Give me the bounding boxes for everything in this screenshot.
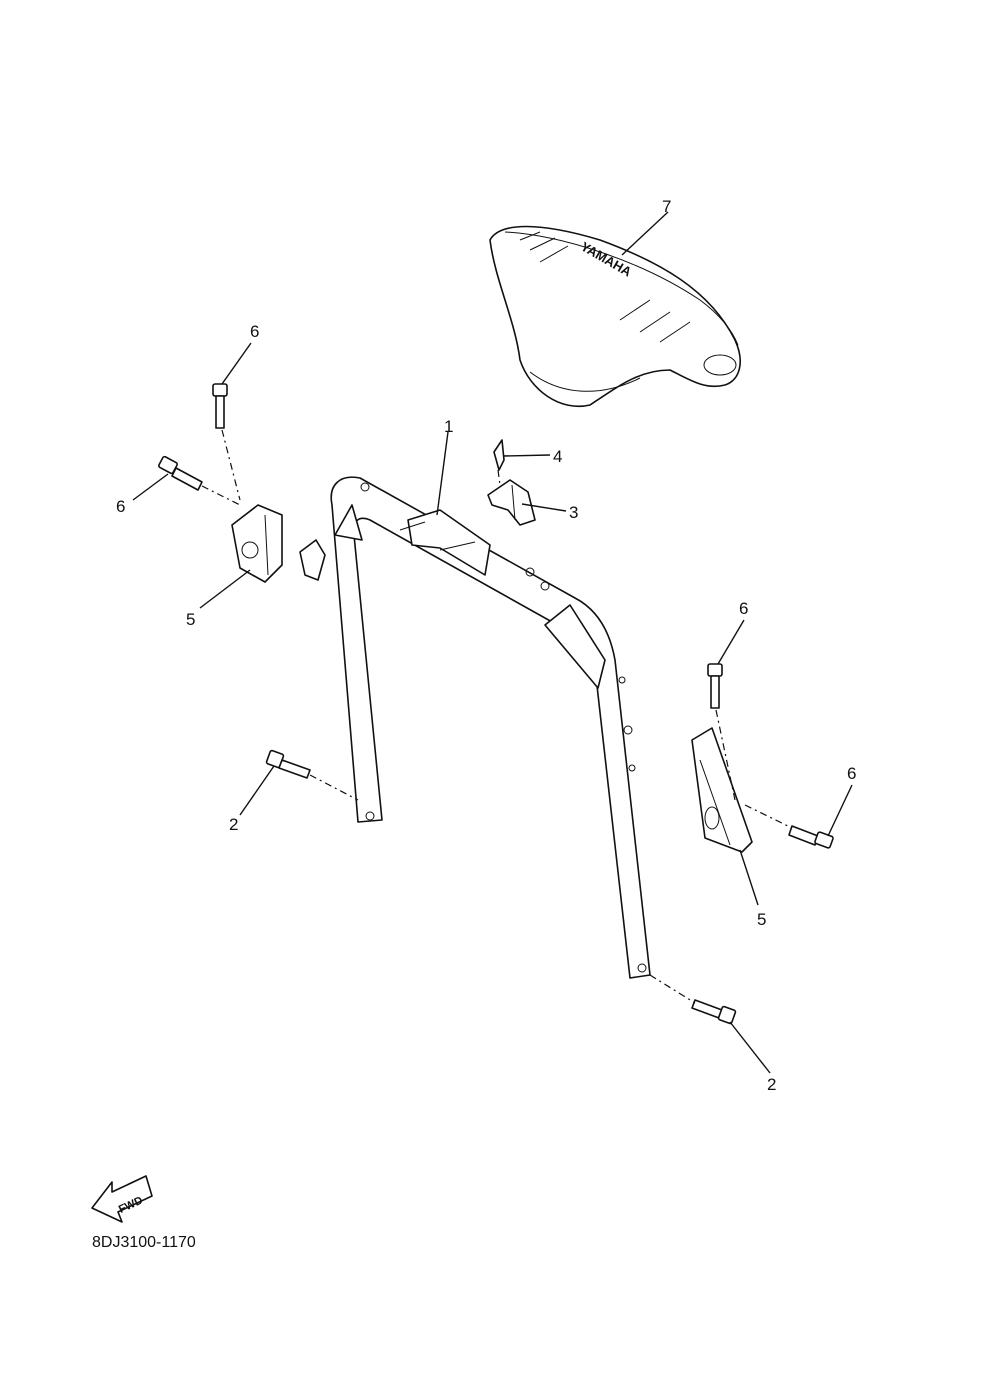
bracket-right[interactable] — [691, 727, 753, 853]
frame[interactable] — [330, 476, 651, 979]
callout-6-left: 6 — [116, 497, 125, 516]
callout-6-upper-right: 6 — [739, 599, 748, 618]
clip[interactable] — [493, 439, 505, 486]
bracket-left[interactable] — [231, 504, 326, 583]
bolt-6-upper-right[interactable] — [707, 663, 736, 801]
callout-6-right: 6 — [847, 764, 856, 783]
callout-2-left: 2 — [229, 815, 238, 834]
bolt-6-right[interactable] — [744, 804, 834, 849]
callout-6-upper-left: 6 — [250, 322, 259, 341]
callout-2-right: 2 — [767, 1075, 776, 1094]
callout-3: 3 — [569, 503, 578, 522]
leader-lines — [132, 211, 853, 1074]
bracket-clamp[interactable] — [487, 479, 536, 526]
callout-labels: 1 2 2 3 4 5 5 6 6 6 6 7 — [116, 197, 856, 1094]
callout-4: 4 — [553, 447, 562, 466]
forward-arrow-icon: FWD — [91, 1175, 153, 1223]
callout-7: 7 — [662, 197, 671, 216]
callout-5-right: 5 — [757, 910, 766, 929]
bolt-6-upper-left[interactable] — [212, 383, 241, 501]
callout-5-left: 5 — [186, 610, 195, 629]
bolt-6-left[interactable] — [158, 455, 241, 506]
seat[interactable]: YAMAHA — [489, 225, 741, 408]
drawing-code: 8DJ3100-1170 — [92, 1234, 196, 1251]
bolt-2-left[interactable] — [265, 749, 359, 801]
bolt-2-right[interactable] — [649, 974, 737, 1025]
callout-1: 1 — [444, 417, 453, 436]
